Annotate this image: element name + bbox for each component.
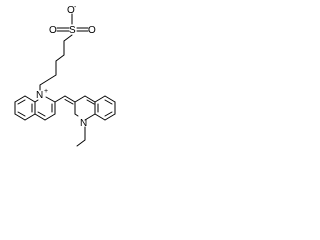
nitrogen-positive-charge: + <box>44 88 48 95</box>
sulfonate-oxygen-top: O <box>67 5 75 16</box>
structure-drawing: O - O S O N + <box>14 4 116 147</box>
quinoline-nitrogen: N <box>80 118 87 129</box>
dihydroquinoline-ring-system <box>74 95 116 121</box>
quinolinium-ring-system <box>14 95 56 121</box>
butyl-chain <box>39 34 73 91</box>
ethyl-group <box>76 126 86 147</box>
sulfonate-oxygen-left: O <box>49 25 57 36</box>
methine-bridge <box>54 95 76 105</box>
sulfonate-oxygen-right: O <box>88 25 96 36</box>
quinolinium-nitrogen: N <box>36 90 43 101</box>
molecule-diagram: O - O S O N + <box>0 0 156 177</box>
sulfonate-bonds <box>56 13 89 32</box>
oxygen-negative-charge: - <box>74 4 77 11</box>
sulfonate-sulfur: S <box>69 25 76 36</box>
